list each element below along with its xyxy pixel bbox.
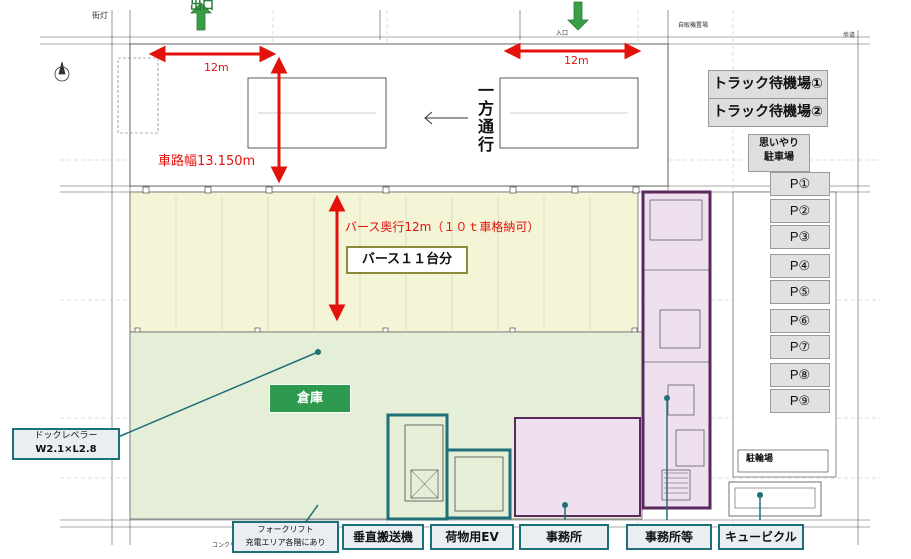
street-light-label: 街灯 — [92, 11, 108, 20]
parking-stall: P② — [770, 199, 830, 223]
berth-count-label: バース１１台分 — [346, 246, 468, 274]
parking-stall: P④ — [770, 254, 830, 278]
cubicle-callout: キュービクル — [718, 524, 804, 550]
bike-parking-label: 駐輪場 — [746, 454, 774, 464]
vertical-conveyor-callout: 垂直搬送機 — [342, 524, 424, 550]
forklift-callout: フォークリフト 充電エリア各階にあり — [232, 521, 339, 553]
office-etc-callout: 事務所等 — [626, 524, 712, 550]
truck-wait-1: トラック待機場① — [708, 70, 828, 99]
forklift-line2: 充電エリア各階にあり — [245, 538, 326, 547]
sidewalk-label: 歩道 — [843, 32, 856, 39]
entrance-small-label: 入口 — [556, 30, 569, 37]
parking-stall: P⑨ — [770, 389, 830, 413]
dock-leveler-callout: ドックレベラー W2.1×L2.8 — [12, 428, 120, 460]
warehouse-label: 倉庫 — [269, 384, 351, 413]
dock-leveler-line1: ドックレベラー — [34, 431, 98, 441]
kiosk-label: 自販機置場 — [678, 22, 709, 29]
one-way-label: 一方通行 — [475, 82, 494, 154]
forklift-line1: フォークリフト — [257, 525, 314, 534]
berth-depth-label: バース奥行12m（１０ｔ車格納可） — [345, 220, 540, 234]
truck-wait-2: トラック待機場② — [708, 98, 828, 127]
freight-ev-callout: 荷物用EV — [430, 524, 514, 550]
concrete-label: コンクリート — [212, 542, 249, 549]
omoiyari-line2: 駐車場 — [764, 152, 794, 163]
omoiyari-line1: 思いやり — [759, 138, 799, 149]
exit-label: 出口 — [190, 0, 215, 12]
road-width-label: 車路幅13.150m — [158, 154, 256, 169]
office-callout: 事務所 — [519, 524, 609, 550]
parking-stall: P① — [770, 172, 830, 196]
parking-stall: P⑧ — [770, 363, 830, 387]
dock-leveler-line2: W2.1×L2.8 — [35, 444, 97, 455]
omoiyari-parking: 思いやり 駐車場 — [748, 134, 810, 172]
parking-stall: P⑦ — [770, 335, 830, 359]
parking-stall: P③ — [770, 225, 830, 249]
parking-stall: P⑤ — [770, 280, 830, 304]
width-12m-left: 12m — [204, 61, 229, 74]
parking-stall: P⑥ — [770, 309, 830, 333]
width-12m-right: 12m — [564, 54, 589, 67]
